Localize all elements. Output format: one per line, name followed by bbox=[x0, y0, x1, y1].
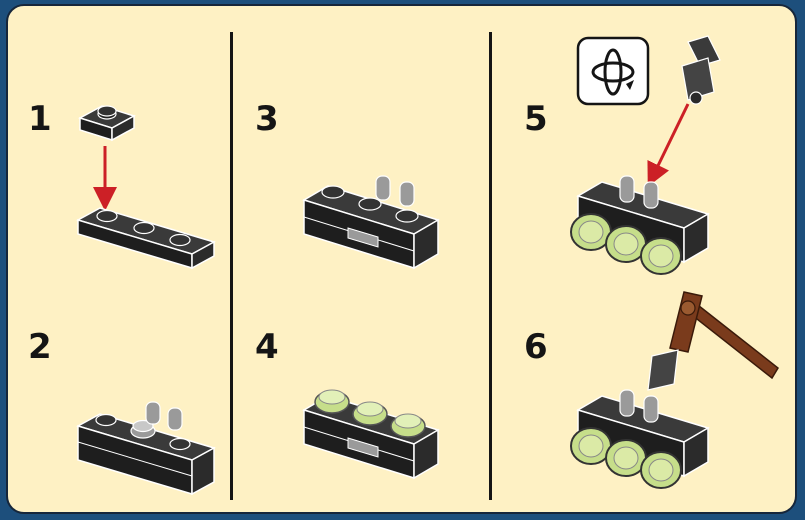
build-illustrations bbox=[8, 6, 797, 514]
step-1-diagram bbox=[78, 106, 214, 268]
plate-1x1 bbox=[80, 106, 134, 140]
rotate-model-icon bbox=[578, 38, 648, 104]
arrow-diagonal-icon bbox=[653, 104, 688, 176]
plate-1x3 bbox=[78, 208, 214, 268]
step-2-diagram bbox=[78, 402, 214, 494]
step-3-diagram bbox=[304, 176, 438, 268]
step-5-diagram bbox=[571, 36, 720, 274]
step-6-diagram bbox=[571, 292, 778, 488]
step-4-diagram bbox=[304, 390, 438, 478]
arm-clip-piece bbox=[682, 36, 720, 104]
instruction-panel: 1 2 3 4 5 6 bbox=[6, 4, 797, 514]
axe-handle bbox=[670, 292, 778, 378]
